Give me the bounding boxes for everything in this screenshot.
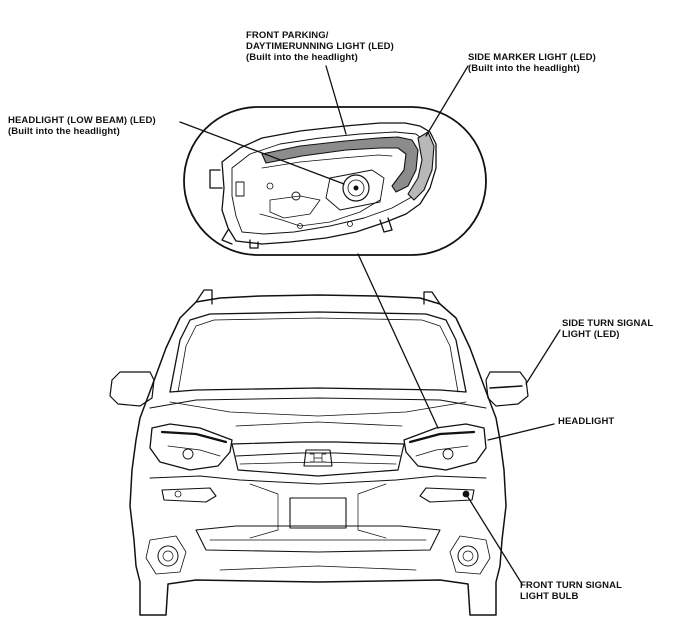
front-parking-label: FRONT PARKING/ DAYTIMERUNNING LIGHT (LED…: [246, 30, 394, 63]
side-marker-label: SIDE MARKER LIGHT (LED) (Built into the …: [468, 52, 596, 74]
right-fog-lamp: [457, 545, 479, 567]
side-turn-signal-label: SIDE TURN SIGNAL LIGHT (LED): [562, 318, 653, 340]
low-beam-projector-icon: [342, 174, 370, 202]
front-turn-signal-label: FRONT TURN SIGNAL LIGHT BULB: [520, 580, 622, 602]
left-fog-lamp: [157, 545, 179, 567]
side-turn-signal-icon: [489, 385, 523, 389]
front-parking-label-line3: (Built into the headlight): [246, 52, 358, 63]
left-mirror: [109, 371, 155, 407]
side-marker-label-line2: (Built into the headlight): [468, 63, 580, 74]
drl-light-guide-icon: [261, 136, 419, 193]
headlight-label: HEADLIGHT: [558, 416, 614, 427]
front-parking-label-line2: DAYTIMERUNNING LIGHT (LED): [246, 41, 394, 52]
left-turn-signal: [161, 487, 217, 503]
headlight-detail-inset: [183, 106, 487, 256]
front-turn-signal-label-line2: LIGHT BULB: [520, 591, 579, 602]
leader-lines: [179, 65, 561, 585]
right-mirror: [485, 371, 529, 407]
right-headlight: [403, 423, 487, 471]
headlight-housing: [221, 122, 437, 245]
license-plate: [289, 497, 347, 529]
left-headlight: [149, 423, 233, 471]
right-turn-signal: [419, 487, 475, 503]
headlight-label-line1: HEADLIGHT: [558, 416, 615, 427]
front-parking-label-line1: FRONT PARKING/: [246, 30, 329, 41]
side-turn-signal-label-line2: LIGHT (LED): [562, 329, 620, 340]
low-beam-label: HEADLIGHT (LOW BEAM) (LED) (Built into t…: [8, 115, 156, 137]
low-beam-label-line1: HEADLIGHT (LOW BEAM) (LED): [8, 115, 156, 126]
side-marker-label-line1: SIDE MARKER LIGHT (LED): [468, 52, 596, 63]
vehicle-body: [109, 289, 529, 616]
grille: [231, 441, 405, 477]
windshield: [169, 311, 467, 393]
side-marker-icon: [407, 131, 435, 201]
side-turn-signal-label-line1: SIDE TURN SIGNAL: [562, 318, 654, 329]
front-turn-signal-label-line1: FRONT TURN SIGNAL: [520, 580, 622, 591]
emblem: [303, 449, 333, 467]
low-beam-label-line2: (Built into the headlight): [8, 126, 120, 137]
